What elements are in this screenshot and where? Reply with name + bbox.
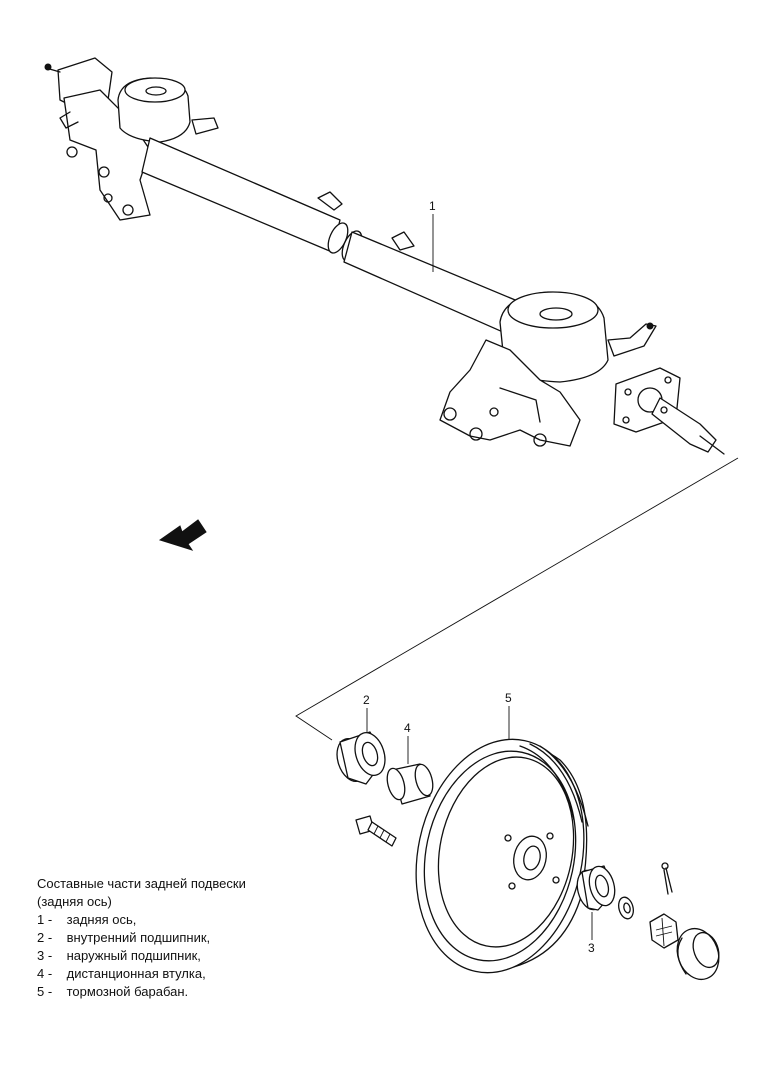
- direction-arrow-icon: [158, 519, 207, 551]
- grease-cap: [676, 927, 720, 981]
- legend-item-text: дистанционная втулка,: [66, 966, 206, 981]
- callout-5: 5: [505, 691, 512, 705]
- legend-item-number: 4 -: [37, 966, 53, 981]
- spacer-bushing: [386, 763, 434, 805]
- legend-title-line1: Составные части задней подвески: [37, 876, 246, 891]
- callout-3: 3: [588, 941, 595, 955]
- callout-2: 2: [363, 693, 370, 707]
- legend-item-text: наружный подшипник,: [66, 948, 201, 963]
- brake-drum: [415, 738, 589, 974]
- assembly-link-line: [295, 457, 739, 741]
- legend-item-number: 2 -: [37, 930, 53, 945]
- cotter-pin: [661, 862, 673, 895]
- callout-4: 4: [404, 721, 411, 735]
- legend-title-line2: (задняя ось): [37, 894, 112, 909]
- rear-axle-beam: [44, 57, 725, 455]
- inner-bearing: [336, 731, 386, 785]
- legend-item-text: задняя ось,: [66, 912, 137, 927]
- washer: [618, 896, 634, 920]
- legend-item: 1 - задняя ось,: [37, 911, 246, 929]
- legend-item-text: тормозной барабан.: [66, 984, 189, 999]
- legend-item: 4 - дистанционная втулка,: [37, 965, 246, 983]
- stud-bolt: [355, 815, 397, 847]
- legend-item: 2 - внутренний подшипник,: [37, 929, 246, 947]
- callout-1: 1: [429, 199, 436, 213]
- legend-item-number: 3 -: [37, 948, 53, 963]
- legend-item-text: внутренний подшипник,: [66, 930, 211, 945]
- legend-item: 5 - тормозной барабан.: [37, 983, 246, 1001]
- legend-item-number: 1 -: [37, 912, 53, 927]
- legend-item-number: 5 -: [37, 984, 53, 999]
- castle-nut: [649, 913, 679, 949]
- legend-item: 3 - наружный подшипник,: [37, 947, 246, 965]
- outer-bearing: [576, 865, 616, 911]
- parts-legend: Составные части задней подвески (задняя …: [37, 875, 246, 1001]
